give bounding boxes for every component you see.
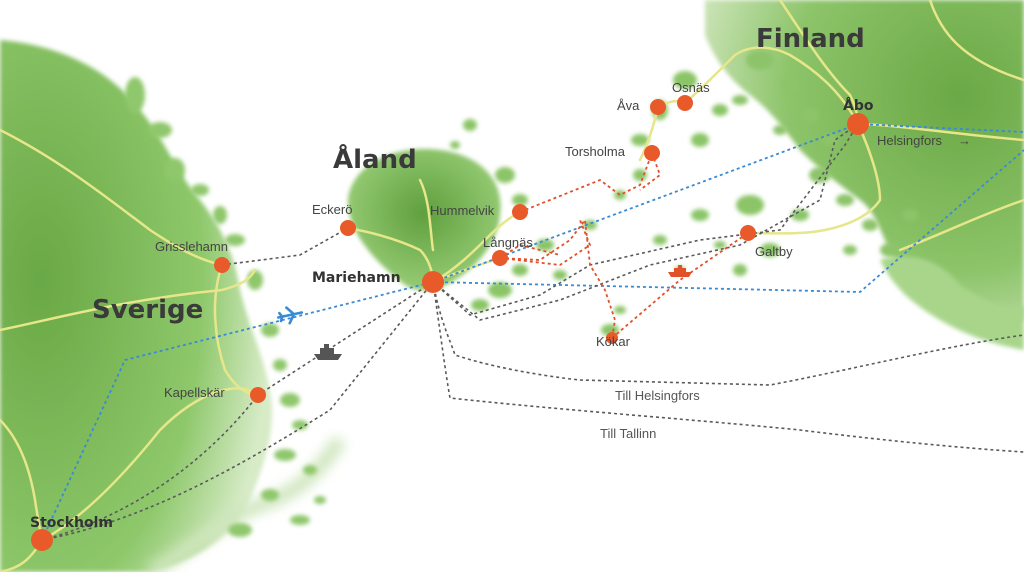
city-label-torsholma: Torsholma: [565, 144, 626, 159]
plane-icon: [276, 306, 304, 325]
marker-grisslehamn[interactable]: [214, 257, 230, 273]
ship-icon: [314, 344, 342, 360]
marker-torsholma[interactable]: [644, 145, 660, 161]
finland-islands: [732, 50, 918, 257]
marker-hummelvik[interactable]: [512, 204, 528, 220]
marker-stockholm[interactable]: [31, 529, 53, 551]
marker-langnas[interactable]: [492, 250, 508, 266]
city-label-hummelvik: Hummelvik: [430, 203, 495, 218]
city-label-eckero: Eckerö: [312, 202, 352, 217]
aland-land: [347, 149, 501, 291]
region-label-aland: Åland: [333, 143, 417, 175]
city-label-stockholm: Stockholm: [30, 515, 113, 531]
helsingfors-arrow: →: [958, 133, 971, 148]
city-label-mariehamn: Mariehamn: [312, 270, 401, 286]
marker-kapellskar[interactable]: [250, 387, 266, 403]
marker-galtby[interactable]: [740, 225, 756, 241]
city-label-osnas: Osnäs: [672, 80, 710, 95]
city-label-kokar: Kökar: [596, 334, 631, 349]
region-label-finland: Finland: [756, 24, 865, 54]
city-label-galtby: Galtby: [755, 244, 793, 259]
city-label-langnas: Långnäs: [483, 235, 533, 250]
city-label-ava: Åva: [617, 98, 640, 113]
marker-osnas[interactable]: [677, 95, 693, 111]
route-label-till-tallinn: Till Tallinn: [600, 426, 656, 441]
sweden-land: [0, 40, 346, 572]
sweden-islands: [125, 77, 326, 537]
ship-icon: [668, 265, 692, 277]
aland-islands: [450, 71, 809, 336]
route-label-till-helsingfors: Till Helsingfors: [615, 388, 700, 403]
region-label-sverige: Sverige: [92, 295, 203, 325]
city-label-helsingfors: Helsingfors: [877, 133, 943, 148]
marker-mariehamn[interactable]: [422, 271, 444, 293]
marker-kokar[interactable]: [606, 332, 618, 344]
marker-eckero[interactable]: [340, 220, 356, 236]
marker-abo[interactable]: [847, 113, 869, 135]
city-label-grisslehamn: Grisslehamn: [155, 239, 228, 254]
ferry-routes: [41, 123, 1024, 541]
city-label-abo: Åbo: [843, 97, 874, 114]
marker-ava[interactable]: [650, 99, 666, 115]
city-label-kapellskar: Kapellskär: [164, 385, 225, 400]
air-routes: [41, 123, 1024, 541]
city-markers: [31, 95, 869, 551]
